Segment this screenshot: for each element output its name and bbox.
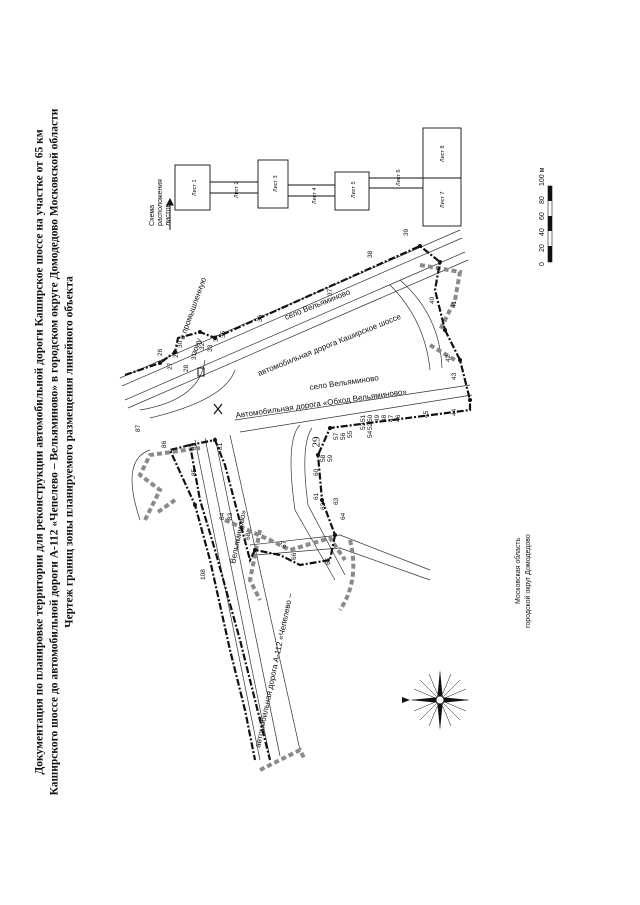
- point-label: 44: [451, 408, 458, 416]
- point-label: 64: [340, 512, 347, 520]
- point-label: 60: [313, 468, 320, 476]
- point-label: 34: [213, 334, 220, 342]
- sheet-labels: Лист 1 Лист 2 Лист 3 Лист 4 Лист 5 Лист …: [192, 145, 446, 208]
- point-label: 55: [347, 430, 354, 438]
- location-caption: Московская область городской округ Домод…: [514, 534, 532, 628]
- point-label: 81: [217, 442, 224, 450]
- scale-label: 0: [539, 262, 546, 266]
- scale-bar: [547, 185, 553, 263]
- point-label: 28: [183, 364, 190, 372]
- point-label: 52: [367, 422, 374, 430]
- point-label: 68: [245, 532, 252, 540]
- location-district: городской округ Домодедово: [524, 534, 532, 628]
- point-number-labels: 26 27 28 29 30 31 32 33 34 35 36 37 38 3…: [135, 228, 458, 580]
- scale-label: 60: [539, 212, 546, 220]
- point-label: 63: [333, 497, 340, 505]
- point-label: 41: [451, 300, 458, 308]
- point-label: 26: [157, 348, 164, 356]
- compass-rose-icon: [402, 670, 470, 730]
- point-label: 65: [325, 557, 332, 565]
- point-label: 32: [199, 342, 206, 350]
- point-label: 62: [320, 502, 327, 510]
- point-label: 67: [281, 540, 288, 548]
- point-label: 39: [403, 228, 410, 236]
- point-label: 47: [388, 414, 395, 422]
- scheme-title-line: Схема: [149, 205, 156, 226]
- sheet-label: Лист 4: [312, 187, 318, 204]
- point-label: 30: [177, 340, 184, 348]
- road-edges: [119, 229, 473, 761]
- point-label: 50: [367, 414, 374, 422]
- point-label: 84: [219, 512, 226, 520]
- point-label: 42: [445, 354, 452, 362]
- point-label: 51: [360, 414, 367, 422]
- point-label: 45: [423, 410, 430, 418]
- sheet-label: Лист 6: [396, 169, 402, 186]
- point-label: 35: [220, 330, 227, 338]
- point-label: 27: [167, 362, 174, 370]
- point-label: 54: [367, 430, 374, 438]
- scheme-title-line: расположения: [157, 179, 164, 226]
- point-label: 48: [381, 414, 388, 422]
- point-label: 53: [360, 422, 367, 430]
- point-label: 56: [340, 432, 347, 440]
- sheet-label: Лист 1: [192, 179, 198, 196]
- point-label: 86: [161, 440, 168, 448]
- point-label: 40: [429, 296, 436, 304]
- sheet-label: Лист 8: [440, 145, 446, 162]
- zone-boundary: [137, 263, 463, 772]
- point-label: 61: [313, 492, 320, 500]
- point-label: 57: [333, 432, 340, 440]
- scale-label: 80: [539, 196, 546, 204]
- point-label: 46: [395, 414, 402, 422]
- point-label: 66: [291, 552, 298, 560]
- point-label: 36: [257, 314, 264, 322]
- point-label: 83: [227, 512, 234, 520]
- planned-zone-border: [124, 244, 472, 761]
- scale-label: 100 м: [539, 167, 546, 186]
- point-label: 38: [367, 250, 374, 258]
- sheet-layout-scheme: [174, 127, 462, 227]
- sheet-label: Лист 3: [273, 175, 279, 192]
- point-label: 49: [374, 414, 381, 422]
- scale-bar-labels: 0 20 40 60 80 100 м: [539, 167, 546, 266]
- direction-arrow-icon: [166, 197, 205, 377]
- point-label: 31: [191, 352, 198, 360]
- sheet-label: Лист 2: [234, 181, 240, 198]
- sheet-label: Лист 7: [440, 191, 446, 208]
- label-industrial: в промышленную: [177, 276, 208, 340]
- label-kashirskoe: автомобильная дорога Каширское шоссе: [256, 312, 402, 378]
- scheme-title: Схема расположения листов: [149, 179, 172, 226]
- point-label: 87: [135, 424, 142, 432]
- label-velyaminovo-mid: село Вельяминово: [309, 373, 380, 392]
- point-label: 82: [191, 442, 198, 450]
- point-label: 85: [191, 468, 198, 476]
- sheet-label: Лист 5: [351, 181, 357, 198]
- location-region: Московская область: [514, 537, 522, 604]
- point-label: 43: [451, 372, 458, 380]
- point-label: 33: [207, 344, 214, 352]
- cross-marker: [213, 403, 223, 415]
- scheme-title-line: листов: [165, 203, 172, 226]
- boundary-points: [158, 244, 472, 552]
- scale-label: 40: [539, 228, 546, 236]
- point-label: 29: [173, 350, 180, 358]
- point-label: 58: [320, 454, 327, 462]
- point-label: 108: [200, 569, 207, 580]
- scale-label: 20: [539, 244, 546, 252]
- point-label: 59: [327, 454, 334, 462]
- point-label: 37: [327, 288, 334, 296]
